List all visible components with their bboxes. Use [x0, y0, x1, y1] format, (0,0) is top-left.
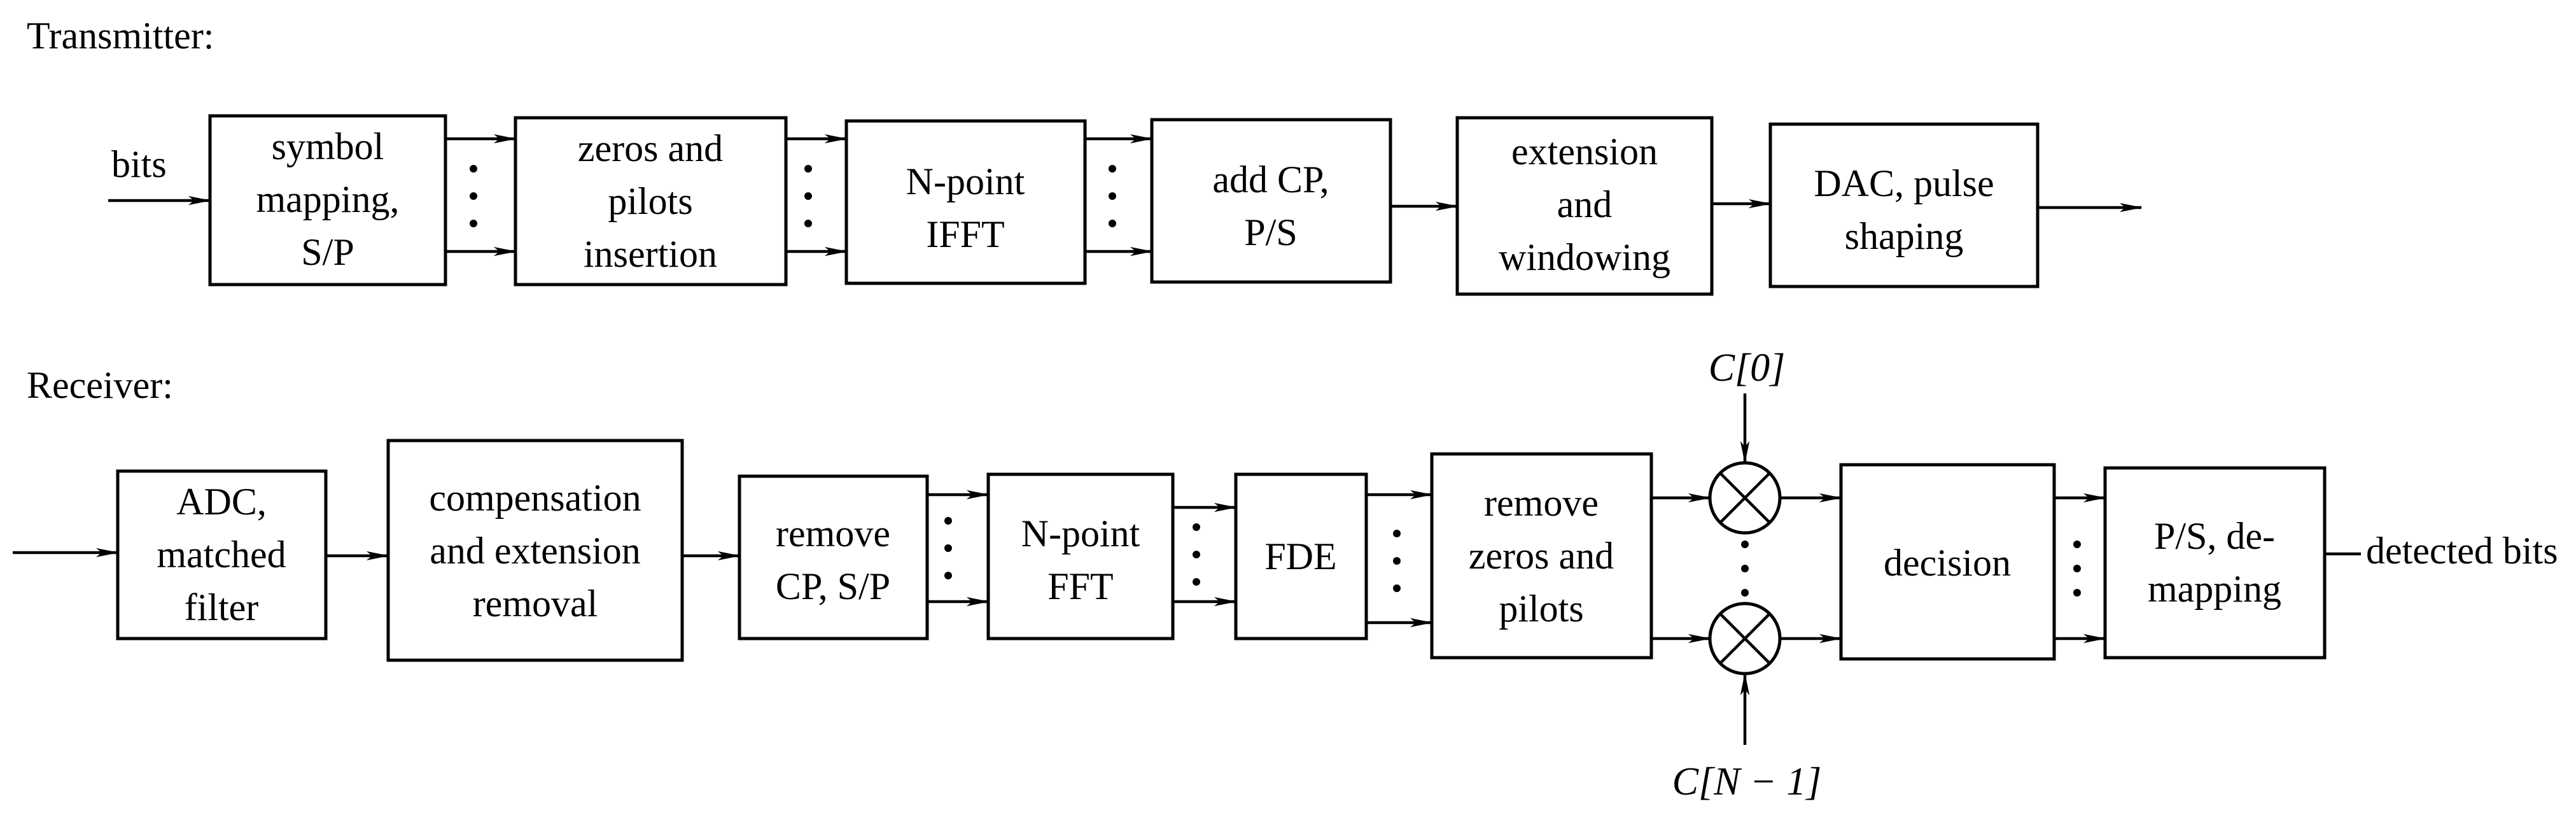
- rx-block-ps-demapping-line-1: P/S, de-: [2154, 515, 2275, 557]
- tx-block-dac-line-2: shaping: [1845, 215, 1964, 257]
- tx-block-extension-windowing-line-2: and: [1557, 183, 1613, 225]
- tx-block-symbol-mapping-line-3: S/P: [301, 231, 354, 273]
- rx-block-fft-line-1: N-point: [1021, 512, 1140, 555]
- rx-block-adc-line-2: matched: [157, 534, 286, 576]
- rx-block-decision-line-1: decision: [1884, 542, 2011, 584]
- tx-block-ifft-line-2: IFFT: [926, 213, 1004, 255]
- rx-block-adc-line-3: filter: [185, 586, 259, 628]
- receiver-title: Receiver:: [27, 364, 173, 406]
- tx-block-extension-windowing-frame: [1455, 116, 1714, 296]
- multiplier-bottom-cross-2: [1719, 612, 1771, 665]
- rx-block-fde: FDE: [1234, 472, 1368, 640]
- multiplier-top: [1708, 461, 1782, 535]
- tx-block-symbol-mapping-line-1: symbol: [272, 125, 384, 167]
- rx-block-decision-frame: [1839, 463, 2056, 661]
- rx-block-compensation-line-2: and extension: [430, 530, 641, 572]
- rx-block-remove-zeros-line-2: zeros and: [1469, 535, 1614, 577]
- rx-ellipsis-1: [944, 517, 952, 579]
- tx-block-dac-pulse-shaping: DAC, pulse shaping: [1768, 122, 2040, 288]
- tx-block-symbol-mapping-line-2: mapping,: [256, 178, 400, 220]
- coef-bottom-label: C[N − 1]: [1672, 760, 1822, 803]
- rx-block-compensation-frame: [386, 439, 684, 662]
- multiplier-bottom: [1708, 602, 1782, 675]
- rx-block-remove-zeros-pilots: remove zeros and pilots: [1430, 452, 1653, 660]
- tx-block-zeros-pilots-line-1: zeros and: [578, 127, 723, 169]
- rx-block-decision: decision: [1839, 463, 2056, 661]
- tx-block-dac-line-1: DAC, pulse: [1814, 162, 1994, 204]
- rx-block-fft-frame: [986, 472, 1175, 640]
- transmitter-title: Transmitter:: [27, 15, 214, 57]
- tx-ellipsis-3: [1109, 165, 1116, 227]
- tx-input-label: bits: [111, 143, 167, 185]
- rx-block-ps-demapping-line-2: mapping: [2148, 568, 2281, 610]
- rx-block-compensation-line-1: compensation: [429, 477, 641, 519]
- tx-block-ifft-line-1: N-point: [906, 160, 1025, 202]
- tx-block-zeros-pilots-line-3: insertion: [584, 233, 717, 275]
- tx-ellipsis-2: [804, 165, 812, 227]
- rx-block-ps-demapping-frame: [2103, 466, 2327, 660]
- rx-block-ps-demapping: P/S, de- mapping: [2103, 466, 2327, 660]
- rx-block-compensation-extension-removal: compensation and extension removal: [386, 439, 684, 662]
- tx-block-zeros-pilots-frame: [514, 116, 788, 286]
- tx-block-ifft-frame: [844, 119, 1087, 285]
- rx-ellipsis-3: [1393, 530, 1401, 592]
- tx-block-add-cp-frame: [1150, 118, 1392, 284]
- rx-block-fft-line-2: FFT: [1047, 565, 1113, 607]
- rx-output-label: detected bits: [2366, 530, 2558, 572]
- rx-block-remove-cp-frame: [738, 474, 929, 640]
- tx-block-add-cp-line-2: P/S: [1244, 211, 1297, 253]
- tx-block-zeros-pilots-line-2: pilots: [608, 180, 692, 222]
- rx-block-remove-zeros-line-3: pilots: [1499, 588, 1583, 630]
- rx-connections: [326, 490, 2361, 644]
- rx-block-compensation-line-3: removal: [473, 583, 598, 625]
- rx-block-fde-frame: [1234, 472, 1368, 640]
- rx-ellipsis-5: [2073, 541, 2081, 597]
- tx-block-extension-windowing-line-1: extension: [1511, 131, 1658, 173]
- tx-block-extension-windowing: extension and windowing: [1455, 116, 1714, 296]
- multiplier-top-cross-2: [1719, 472, 1771, 524]
- rx-block-remove-cp-line-1: remove: [776, 512, 890, 555]
- rx-block-adc-line-1: ADC,: [176, 481, 267, 523]
- tx-block-symbol-mapping: symbol mapping, S/P: [208, 114, 447, 286]
- coef-top-label: C[0]: [1709, 346, 1786, 390]
- rx-ellipsis-2: [1193, 523, 1200, 586]
- tx-block-extension-windowing-line-3: windowing: [1499, 236, 1670, 278]
- tx-connections: [445, 134, 2143, 257]
- tx-block-ifft: N-point IFFT: [844, 119, 1087, 285]
- rx-block-remove-zeros-frame: [1430, 452, 1653, 660]
- rx-ellipsis-4: [1741, 541, 1749, 597]
- tx-block-add-cp-line-1: add CP,: [1212, 159, 1329, 201]
- rx-block-fft: N-point FFT: [986, 472, 1175, 640]
- rx-block-remove-cp-line-2: CP, S/P: [776, 565, 890, 607]
- tx-block-add-cp: add CP, P/S: [1150, 118, 1392, 284]
- rx-block-remove-cp: remove CP, S/P: [738, 474, 929, 640]
- tx-block-symbol-mapping-frame: [208, 114, 447, 286]
- rx-block-adc-matched-filter: ADC, matched filter: [116, 469, 328, 640]
- tx-block-zeros-pilots-insertion: zeros and pilots insertion: [514, 116, 788, 286]
- rx-block-remove-zeros-line-1: remove: [1484, 482, 1599, 524]
- tx-block-dac-frame: [1768, 122, 2040, 288]
- tx-ellipsis-1: [470, 165, 477, 227]
- rx-block-fde-line-1: FDE: [1264, 535, 1336, 577]
